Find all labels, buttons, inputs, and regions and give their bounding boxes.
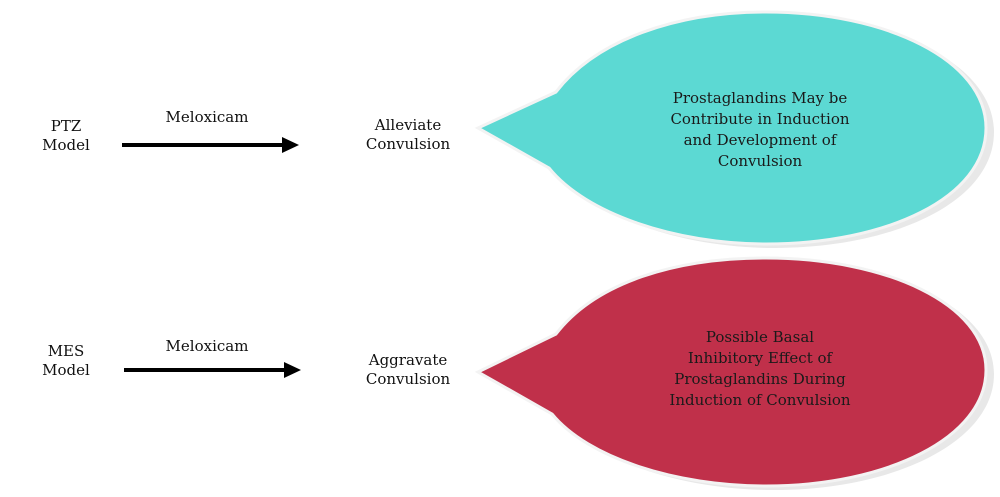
speech-bubble-mes <box>474 256 994 490</box>
outcome-label-mes: Aggravate Convulsion <box>358 351 458 389</box>
outcome-label-line: Convulsion <box>365 370 451 388</box>
arrow-mes <box>124 362 301 378</box>
outcome-label-ptz: Alleviate Convulsion <box>358 116 458 154</box>
outcome-label-line: Alleviate <box>374 116 442 134</box>
outcome-label-line: Convulsion <box>365 135 451 153</box>
bubble-text-ptz: Prostaglandins May be Contribute in Indu… <box>640 88 880 172</box>
model-label-line: Model <box>42 361 90 379</box>
bubble-text-line: Induction of Convulsion <box>669 391 851 409</box>
bubble-text-line: Prostaglandins May be <box>672 89 848 107</box>
outcome-label-line: Aggravate <box>368 351 448 369</box>
drug-label-mes: Meloxicam <box>165 337 249 355</box>
bubble-text-line: Possible Basal <box>705 328 815 346</box>
bubble-text-line: Prostaglandins During <box>674 370 846 388</box>
drug-label-ptz: Meloxicam <box>165 108 249 126</box>
model-label-mes: MES Model <box>36 342 96 380</box>
bubble-text-line: Contribute in Induction <box>670 110 850 128</box>
bubble-text-mes: Possible Basal Inhibitory Effect of Pros… <box>640 327 880 411</box>
speech-bubble-ptz <box>474 10 994 248</box>
bubble-text-line: and Development of <box>683 131 837 149</box>
bubble-text-line: Convulsion <box>717 152 803 170</box>
model-label-line: Model <box>42 136 90 154</box>
model-label-line: MES <box>47 342 85 360</box>
arrow-ptz <box>122 137 299 153</box>
model-label-ptz: PTZ Model <box>36 117 96 155</box>
bubble-text-line: Inhibitory Effect of <box>687 349 833 367</box>
model-label-line: PTZ <box>50 117 82 135</box>
